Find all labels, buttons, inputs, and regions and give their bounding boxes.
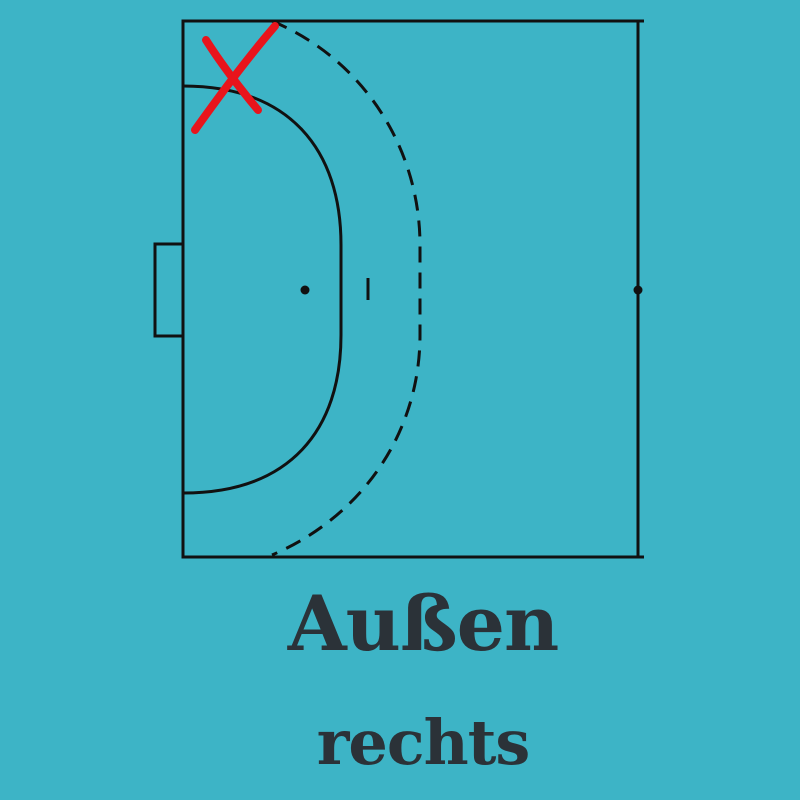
center-dot [633, 285, 643, 295]
position-subtitle: rechts [316, 706, 530, 779]
cross-mark-icon [191, 22, 279, 134]
position-title: Außen [287, 579, 560, 668]
court-lines [153, 19, 644, 559]
goal [153, 242, 185, 338]
goal-area-line [182, 84, 343, 495]
court-diagram [153, 19, 644, 559]
goalkeeper-dot [300, 285, 310, 295]
free-throw-line [271, 19, 422, 557]
